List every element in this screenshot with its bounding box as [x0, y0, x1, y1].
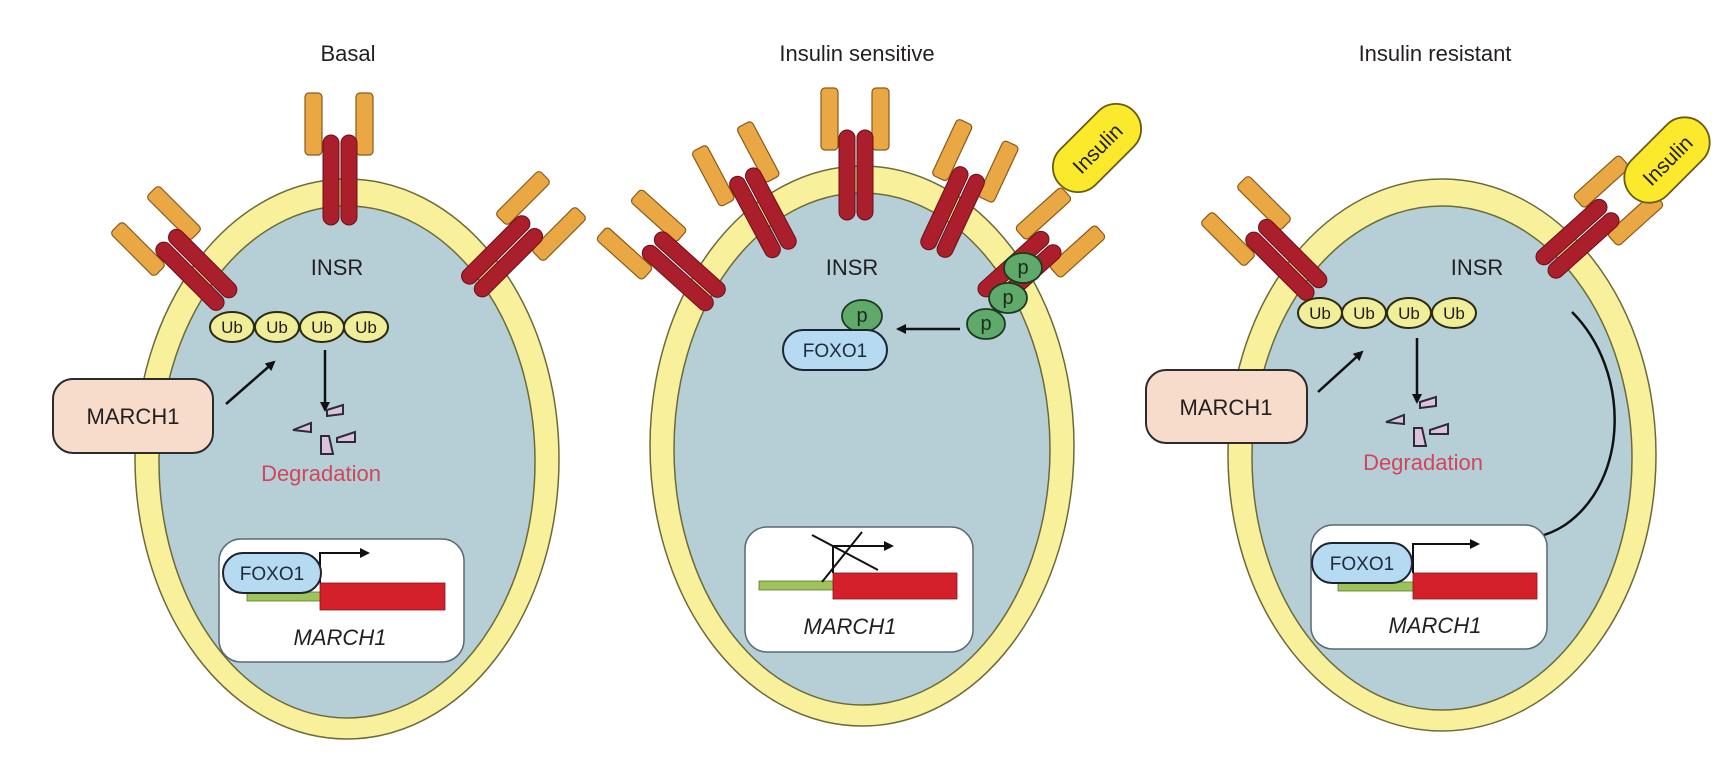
- svg-text:Ub: Ub: [1309, 304, 1331, 323]
- insr-label: INSR: [311, 255, 364, 280]
- insr-label: INSR: [1451, 255, 1504, 280]
- ubiquitination-arrow: [1317, 350, 1364, 393]
- degradation-label: Degradation: [261, 461, 381, 486]
- gene-body: [1412, 572, 1538, 600]
- svg-text:Ub: Ub: [355, 318, 377, 337]
- svg-text:MARCH1: MARCH1: [87, 404, 180, 429]
- protein-fragments-icon: [292, 403, 356, 455]
- gene-body: [832, 572, 958, 600]
- gene-label: MARCH1: [804, 614, 897, 639]
- insulin: Insulin: [1052, 103, 1142, 193]
- svg-text:p: p: [980, 313, 991, 335]
- svg-text:Ub: Ub: [1353, 304, 1375, 323]
- svg-text:p: p: [1002, 287, 1013, 309]
- svg-text:MARCH1: MARCH1: [1180, 395, 1273, 420]
- transcription-start-arrow: [1412, 539, 1480, 573]
- svg-text:Ub: Ub: [266, 318, 288, 337]
- phosphorylation-sites: p p p: [966, 252, 1043, 340]
- ubiquitin: Ub: [209, 311, 255, 343]
- protein-fragments-icon: [1385, 395, 1449, 447]
- panel-insulin-sensitive: Insulin sensitive Insulin INSR p p p p: [595, 41, 1142, 727]
- svg-text:FOXO1: FOXO1: [1330, 554, 1394, 575]
- degradation-label: Degradation: [1363, 450, 1483, 475]
- phosphate: p: [966, 308, 1006, 340]
- phosphate: p: [1003, 252, 1043, 284]
- gene-label: MARCH1: [294, 625, 387, 650]
- march1-gene: MARCH1: [744, 526, 974, 653]
- phosphate: p: [988, 282, 1028, 314]
- march1-protein: MARCH1: [52, 378, 214, 454]
- ubiquitin: Ub: [1386, 297, 1432, 329]
- svg-text:FOXO1: FOXO1: [240, 564, 304, 585]
- svg-text:FOXO1: FOXO1: [803, 341, 867, 362]
- svg-text:Ub: Ub: [221, 318, 243, 337]
- ubiquitin: Ub: [343, 311, 389, 343]
- ubiquitin: Ub: [1297, 297, 1343, 329]
- ubiquitin: Ub: [1431, 297, 1477, 329]
- blocked-cross-icon: [821, 531, 863, 583]
- march1-protein: MARCH1: [1145, 369, 1308, 444]
- insr-label: INSR: [826, 255, 879, 280]
- ubiquitin: Ub: [1341, 297, 1387, 329]
- panel-title: Insulin sensitive: [779, 41, 934, 66]
- svg-text:p: p: [856, 305, 867, 327]
- march1-gene: FOXO1 MARCH1: [218, 538, 465, 663]
- svg-text:Ub: Ub: [311, 318, 333, 337]
- foxo1-phosphorylated: p FOXO1: [782, 299, 888, 371]
- foxo1: FOXO1: [1311, 542, 1413, 584]
- ubiquitin: Ub: [254, 311, 300, 343]
- panel-basal: Basal INSR Ub Ub Ub Ub MARCH1: [52, 41, 588, 740]
- gene-label: MARCH1: [1389, 613, 1482, 638]
- ubiquitin: Ub: [299, 311, 345, 343]
- insulin: Insulin: [1623, 116, 1711, 204]
- ubiquitination-arrow: [225, 360, 276, 405]
- foxo1: FOXO1: [222, 552, 322, 594]
- svg-text:Ub: Ub: [1443, 304, 1465, 323]
- panel-insulin-resistant: Insulin resistant Insulin INSR Ub Ub Ub …: [1145, 41, 1711, 732]
- gene-body: [319, 582, 446, 611]
- panel-title: Insulin resistant: [1359, 41, 1512, 66]
- ubiquitin-chain: Ub Ub Ub Ub: [1297, 297, 1477, 329]
- ubiquitin-chain: Ub Ub Ub Ub: [209, 311, 389, 343]
- svg-text:Ub: Ub: [1398, 304, 1420, 323]
- panel-title: Basal: [320, 41, 375, 66]
- march1-gene: FOXO1 MARCH1: [1310, 524, 1548, 650]
- promoter: [758, 580, 836, 591]
- svg-text:p: p: [1017, 257, 1028, 279]
